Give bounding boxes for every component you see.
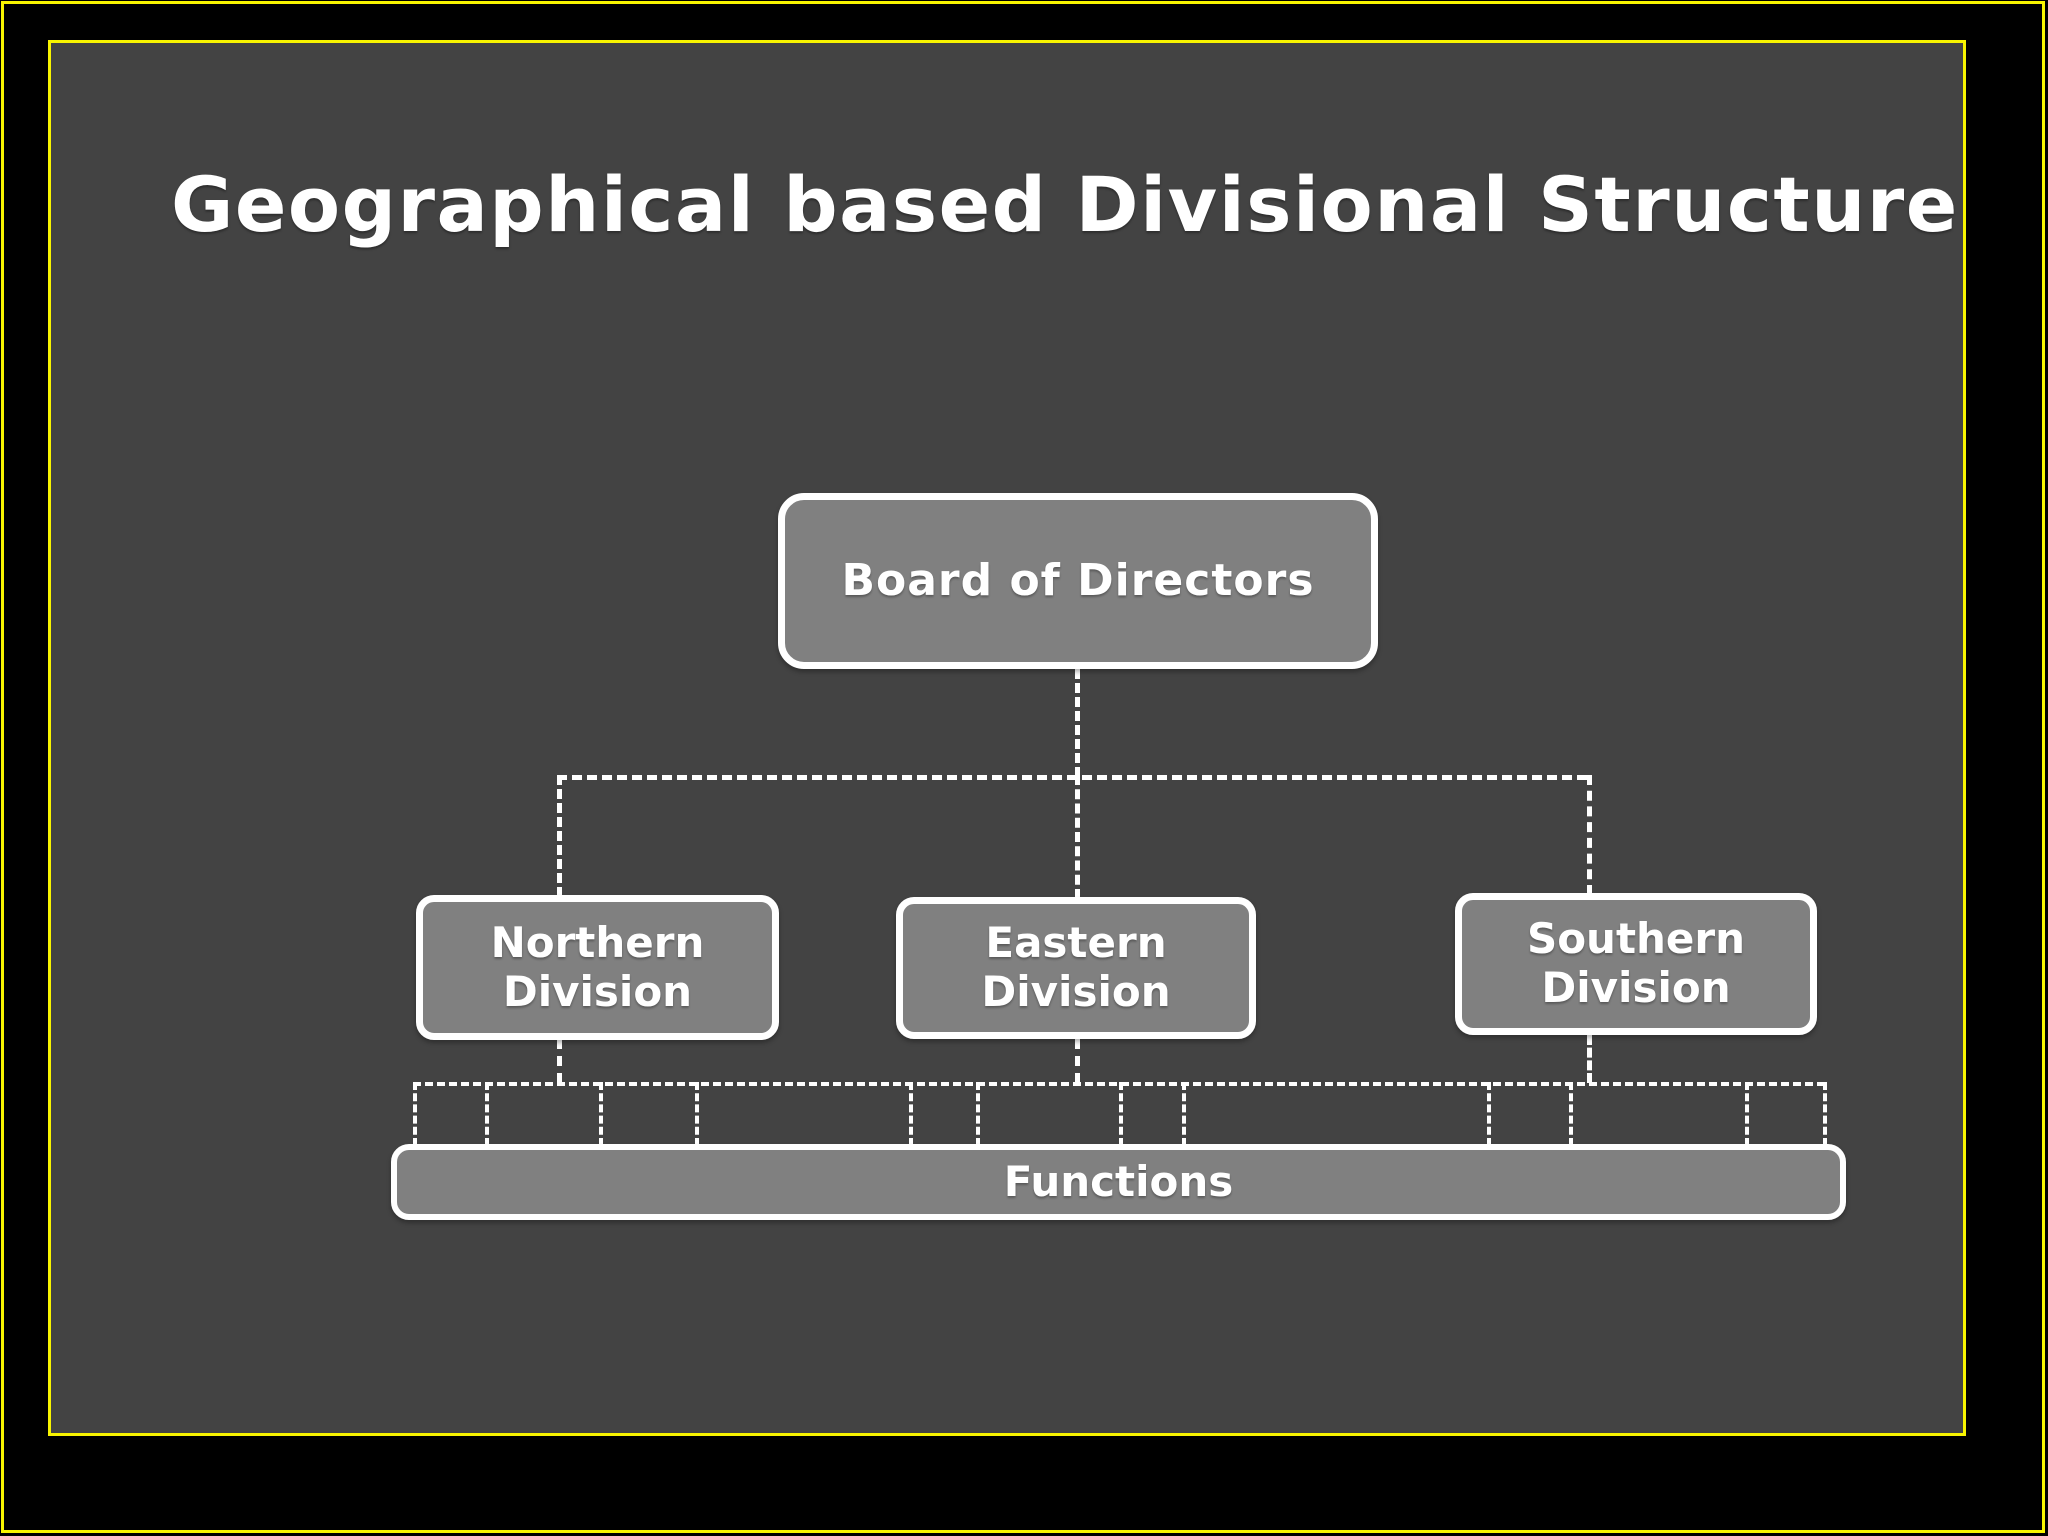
connector-function-drop xyxy=(909,1082,913,1146)
node-northern-division-label: Northern Division xyxy=(490,917,705,1016)
connector-function-drop xyxy=(695,1082,699,1146)
connector-stem-eastern xyxy=(1075,1039,1080,1083)
node-board-of-directors[interactable]: Board of Directors xyxy=(778,493,1378,669)
node-northern-division[interactable]: Northern Division xyxy=(416,895,779,1040)
connector-function-drop xyxy=(1182,1082,1186,1146)
slide-canvas: Geographical based Divisional Structure: xyxy=(51,43,1963,1433)
connector-stem-northern xyxy=(557,1039,562,1083)
connector-function-drop xyxy=(1823,1082,1827,1146)
node-southern-division-label: Southern Division xyxy=(1526,914,1746,1012)
connector-drop-southern xyxy=(1587,775,1592,895)
node-southern-division-line1: Southern xyxy=(1526,914,1746,964)
node-functions[interactable]: Functions xyxy=(391,1144,1846,1220)
node-southern-division[interactable]: Southern Division xyxy=(1455,893,1817,1035)
node-southern-division-line2: Division xyxy=(1541,963,1731,1012)
node-eastern-division-line1: Eastern xyxy=(985,918,1167,968)
connector-function-drop xyxy=(599,1082,603,1146)
node-northern-division-line1: Northern xyxy=(490,917,705,967)
inner-yellow-frame: Geographical based Divisional Structure: xyxy=(48,40,1966,1436)
connector-function-drop xyxy=(1745,1082,1749,1146)
connector-drop-northern xyxy=(557,775,562,897)
connector-function-drop xyxy=(485,1082,489,1146)
connector-board-stem xyxy=(1075,669,1080,777)
node-eastern-division[interactable]: Eastern Division xyxy=(896,897,1256,1039)
node-functions-label: Functions xyxy=(1003,1156,1234,1206)
connector-function-drop xyxy=(976,1082,980,1146)
connector-function-drop xyxy=(1487,1082,1491,1146)
connector-division-bus xyxy=(557,775,1587,780)
connector-function-drop xyxy=(1119,1082,1123,1146)
node-northern-division-line2: Division xyxy=(502,966,693,1016)
page-title: Geographical based Divisional Structure: xyxy=(171,160,1963,249)
node-eastern-division-label: Eastern Division xyxy=(981,918,1171,1016)
connector-drop-eastern xyxy=(1075,775,1080,899)
node-eastern-division-line2: Division xyxy=(981,967,1171,1016)
connector-function-drop xyxy=(1569,1082,1573,1146)
node-board-of-directors-label: Board of Directors xyxy=(841,555,1315,607)
connector-function-drop xyxy=(413,1082,417,1146)
connector-stem-southern xyxy=(1587,1035,1592,1083)
